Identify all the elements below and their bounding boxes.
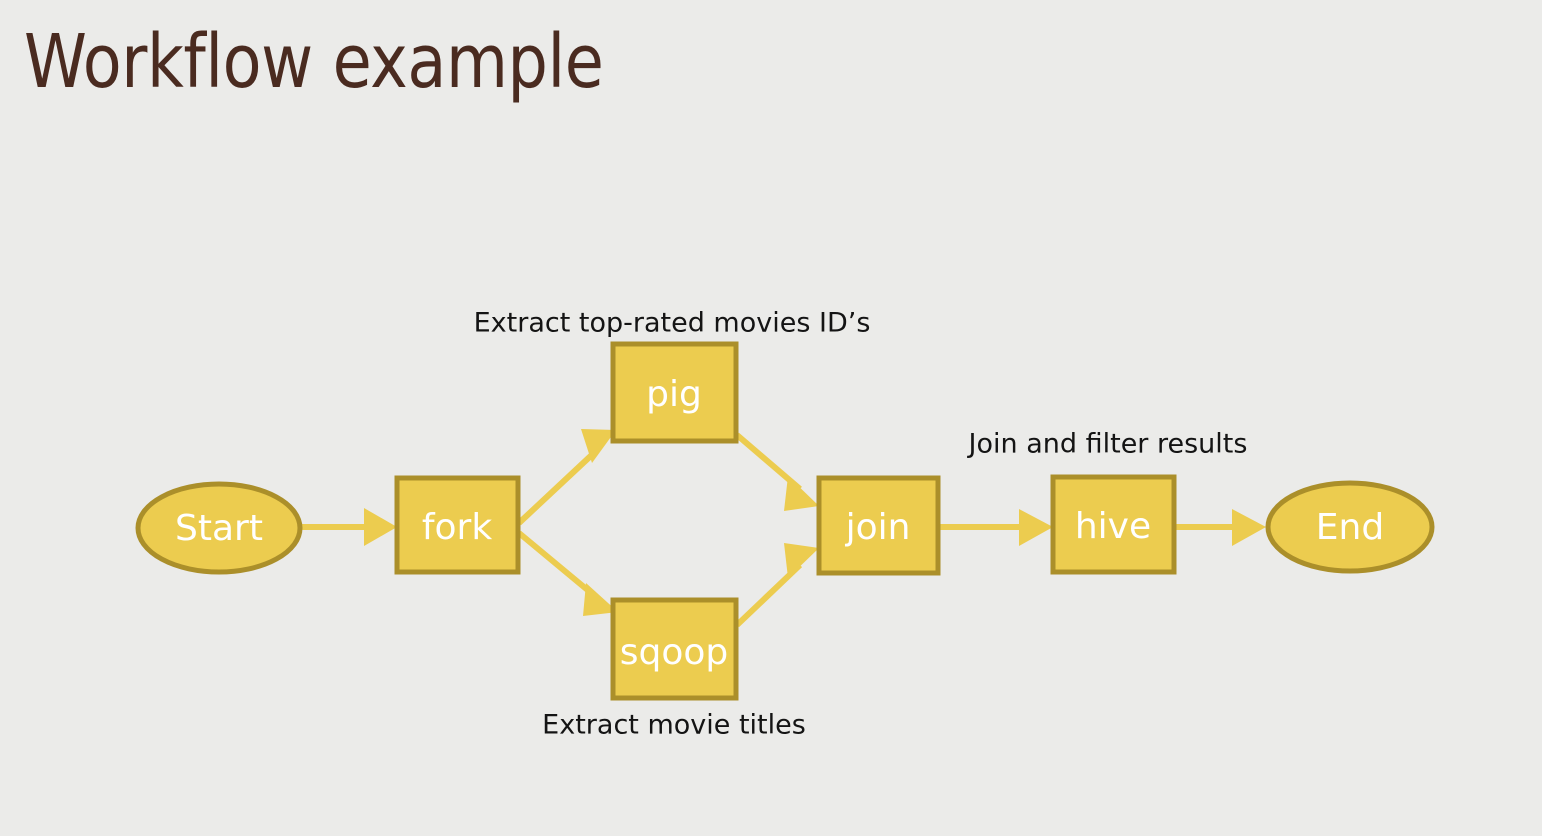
node-shape-rect — [816, 475, 941, 576]
arrowhead-icon — [581, 429, 616, 463]
node-shape-rect — [610, 341, 739, 444]
edge-line — [517, 530, 598, 600]
edge-line — [516, 448, 599, 526]
page-title: Workflow example — [24, 19, 604, 105]
edge-hive-to-end — [1175, 509, 1266, 546]
node-shape-rect — [610, 597, 739, 701]
arrowhead-icon — [1019, 509, 1053, 546]
node-label-pig: pig — [646, 374, 702, 415]
node-label-end: End — [1316, 507, 1384, 548]
edge-fork-to-sqoop — [517, 530, 618, 616]
edge-start-to-fork — [300, 508, 397, 546]
arrowhead-icon — [1232, 509, 1266, 546]
edge-join-to-hive — [939, 509, 1053, 546]
node-shape-rect — [1050, 474, 1177, 575]
annotation-join-note: Join and filter results — [967, 429, 1248, 460]
node-label-sqoop: sqoop — [620, 632, 729, 673]
node-label-fork: fork — [422, 507, 493, 548]
node-sqoop[interactable]: sqoop — [610, 597, 739, 701]
node-fork[interactable]: fork — [394, 475, 521, 575]
node-label-start: Start — [175, 508, 263, 549]
node-pig[interactable]: pig — [610, 341, 739, 444]
arrowhead-icon — [784, 543, 819, 578]
arrowhead-icon — [583, 583, 618, 616]
node-label-hive: hive — [1075, 506, 1151, 547]
arrowhead-icon — [784, 476, 819, 511]
node-shape-rect — [394, 475, 521, 575]
arrowhead-icon — [364, 508, 397, 546]
node-shape-ellipse — [135, 481, 303, 575]
edge-fork-to-pig — [516, 429, 616, 526]
node-label-join: join — [845, 507, 911, 548]
node-end[interactable]: End — [1265, 480, 1435, 574]
annotation-sqoop-note: Extract movie titles — [542, 710, 806, 741]
edge-pig-to-join — [735, 432, 819, 511]
node-hive[interactable]: hive — [1050, 474, 1177, 575]
edge-sqoop-to-join — [734, 543, 819, 628]
node-shape-ellipse — [1265, 480, 1435, 574]
annotation-pig-note: Extract top-rated movies ID’s — [474, 308, 871, 339]
node-start[interactable]: Start — [135, 481, 303, 575]
node-join[interactable]: join — [816, 475, 941, 576]
